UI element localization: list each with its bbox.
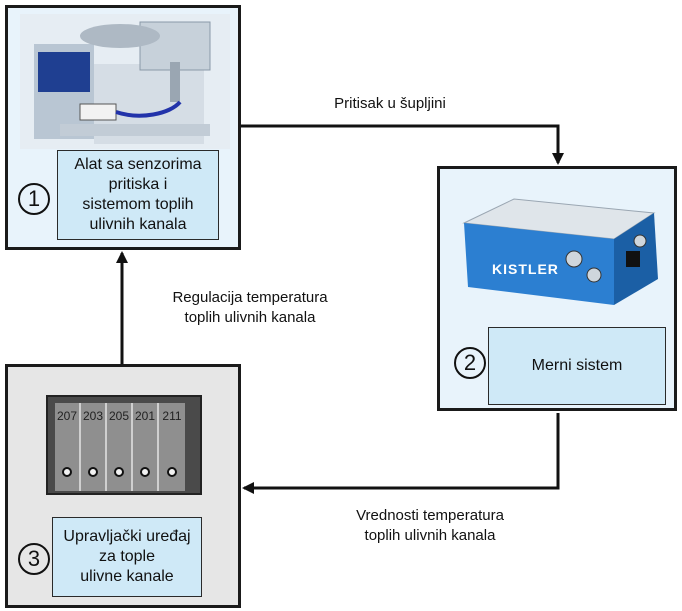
node2-label: Merni sistem (488, 327, 666, 405)
controller-slot: 211 (159, 403, 185, 491)
node1-label: Alat sa senzorima pritiska i sistemom to… (57, 150, 219, 240)
controller-slot-panel: 207 203 205 201 211 (46, 395, 202, 495)
node-measurement-box: KISTLER Merni sistem 2 (437, 166, 677, 411)
node-controller-box: 207 203 205 201 211 Upravljački uređaj z… (5, 364, 241, 608)
edge-label-temperature-values: Vrednosti temperatura toplih ulivnih kan… (356, 507, 504, 544)
slot-indicator (167, 467, 177, 477)
arrow-pressure (241, 124, 564, 165)
node3-label: Upravljački uređaj za tople ulivne kanal… (52, 517, 202, 597)
slot-indicator (62, 467, 72, 477)
slot-indicator (114, 467, 124, 477)
node2-number: 2 (454, 347, 486, 379)
controller-slot: 205 (107, 403, 133, 491)
edge-label-pressure: Pritisak u šupljini (334, 95, 446, 112)
slot-number: 207 (56, 409, 78, 423)
edge-label-regulation: Regulacija temperatura toplih ulivnih ka… (172, 289, 328, 326)
device-logo-text: KISTLER (492, 261, 559, 277)
slot-number: 211 (162, 409, 182, 423)
slot-number: 201 (134, 409, 156, 423)
controller-slot: 201 (133, 403, 159, 491)
controller-slot: 207 (55, 403, 81, 491)
controller-slot: 203 (81, 403, 107, 491)
tool-illustration (20, 14, 230, 149)
controller-slots: 207 203 205 201 211 (55, 403, 185, 491)
slot-indicator (140, 467, 150, 477)
kistler-device-image (462, 198, 658, 305)
node3-number: 3 (18, 543, 50, 575)
slot-number: 205 (108, 409, 130, 423)
arrow-temperature-values (242, 413, 560, 494)
node-tool-box: Alat sa senzorima pritiska i sistemom to… (5, 5, 241, 250)
slot-indicator (88, 467, 98, 477)
node1-number: 1 (18, 183, 50, 215)
slot-number: 203 (82, 409, 104, 423)
